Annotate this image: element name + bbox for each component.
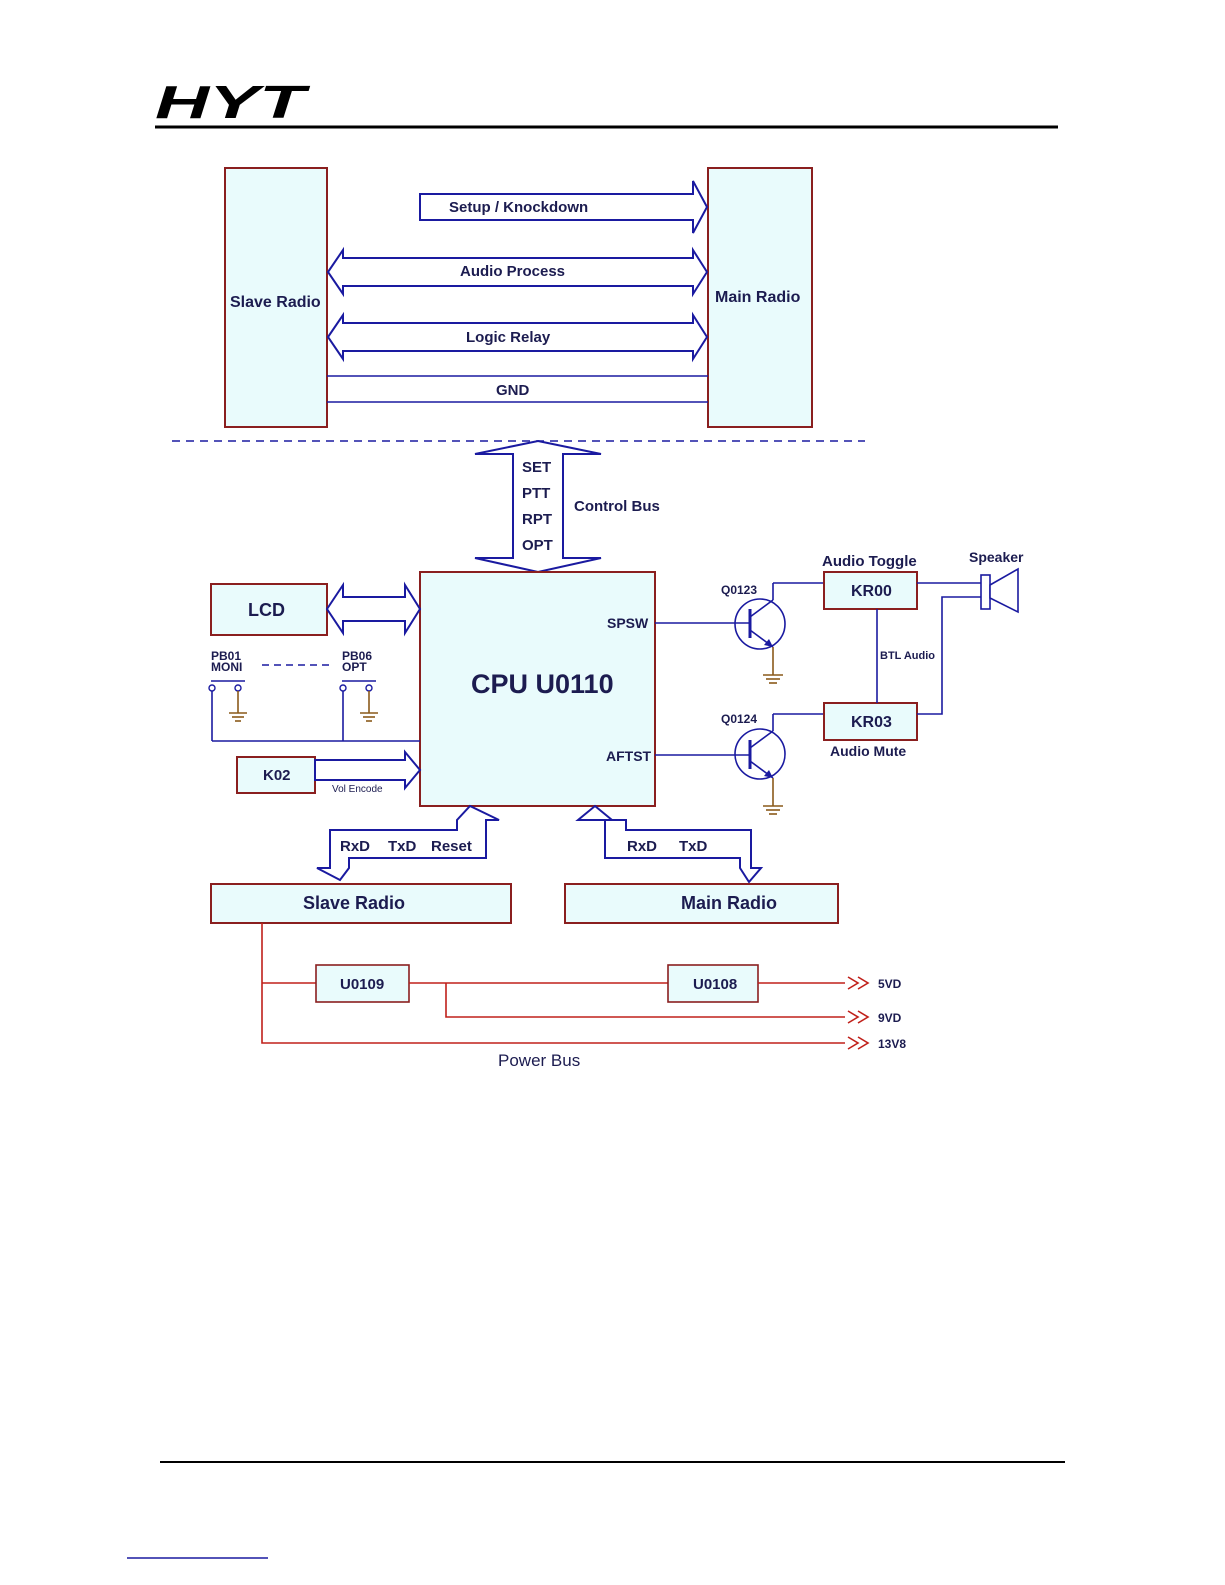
opt-bus-label: OPT	[522, 537, 553, 554]
speaker-icon: Speaker	[969, 549, 1024, 614]
pb06-button: PB06 OPT	[339, 649, 378, 741]
rpt-label: RPT	[522, 511, 552, 528]
ptt-label: PTT	[522, 485, 550, 502]
setup-knockdown-arrow	[419, 180, 709, 234]
audio-mute-label: Audio Mute	[830, 743, 906, 759]
audio-process-label: Audio Process	[460, 263, 565, 280]
q0123-transistor: Q0123	[655, 582, 824, 684]
output-5vd: 5VD	[847, 976, 902, 991]
k02-block	[236, 756, 316, 794]
reset-label: Reset	[431, 838, 472, 855]
q0124-transistor: Q0124	[655, 712, 824, 815]
main-serial-bus-arrow	[575, 804, 764, 884]
main-radio-label-bottom: Main Radio	[681, 893, 777, 913]
spsw-label: SPSW	[607, 615, 649, 631]
kr00-block	[823, 571, 918, 610]
q0123-label: Q0123	[721, 583, 757, 597]
13v8-label: 13V8	[878, 1037, 906, 1051]
power-bus-label: Power Bus	[498, 1051, 580, 1070]
lcd-label: LCD	[248, 600, 285, 620]
main-radio-block-bottom	[564, 883, 839, 924]
kr00-label: KR00	[851, 583, 892, 600]
pb01-label: PB01	[211, 649, 241, 663]
cpu-block	[419, 571, 656, 807]
slave-radio-label-top: Slave Radio	[230, 294, 321, 311]
rxd-right-label: RxD	[627, 838, 657, 855]
slave-radio-block-bottom	[210, 883, 512, 924]
txd-right-label: TxD	[679, 838, 708, 855]
output-13v8: 13V8	[847, 1036, 906, 1051]
moni-label: MONI	[211, 660, 242, 674]
5vd-label: 5VD	[878, 977, 902, 991]
u0108-block	[667, 964, 759, 1003]
9vd-label: 9VD	[878, 1011, 902, 1025]
q0124-label: Q0124	[721, 712, 757, 726]
u0108-label: U0108	[693, 976, 737, 993]
audio-toggle-label: Audio Toggle	[822, 553, 917, 570]
lcd-bus-arrow	[325, 581, 422, 637]
kr03-block	[823, 702, 918, 741]
rxd-left-label: RxD	[340, 838, 370, 855]
audio-process-arrow	[326, 246, 709, 298]
btl-audio-label: BTL Audio	[880, 650, 935, 662]
u0109-label: U0109	[340, 976, 384, 993]
power-trunk	[261, 923, 845, 1044]
hyt-logo: HYT	[155, 76, 311, 128]
txd-left-label: TxD	[388, 838, 417, 855]
output-9vd: 9VD	[847, 1010, 902, 1025]
u0109-to-9vd	[445, 983, 845, 1018]
cpu-title: CPU U0110	[471, 669, 614, 699]
pb01-button: PB01 MONI	[208, 649, 247, 741]
kr03-label: KR03	[851, 714, 892, 731]
vol-encode-label: Vol Encode	[332, 784, 383, 795]
slave-radio-block-top	[224, 167, 328, 428]
opt-button-label: OPT	[342, 660, 367, 674]
main-radio-label-top: Main Radio	[715, 289, 801, 306]
vol-encode-arrow	[314, 749, 422, 791]
set-label: SET	[522, 459, 551, 476]
pb06-label: PB06	[342, 649, 372, 663]
slave-radio-label-bottom: Slave Radio	[303, 893, 405, 913]
logic-relay-label: Logic Relay	[466, 329, 551, 346]
svg-text:HYT: HYT	[155, 76, 311, 128]
lcd-block	[210, 583, 328, 636]
kr03-speaker-line	[917, 596, 981, 715]
k02-label: K02	[263, 767, 291, 784]
slave-serial-bus-arrow	[316, 804, 500, 882]
main-radio-block-top	[707, 167, 813, 428]
setup-knockdown-label: Setup / Knockdown	[449, 199, 588, 216]
aftst-label: AFTST	[606, 748, 652, 764]
control-bus-label: Control Bus	[574, 498, 660, 515]
gnd-label: GND	[496, 382, 530, 399]
logic-relay-arrow	[326, 311, 709, 363]
speaker-label: Speaker	[969, 549, 1024, 565]
